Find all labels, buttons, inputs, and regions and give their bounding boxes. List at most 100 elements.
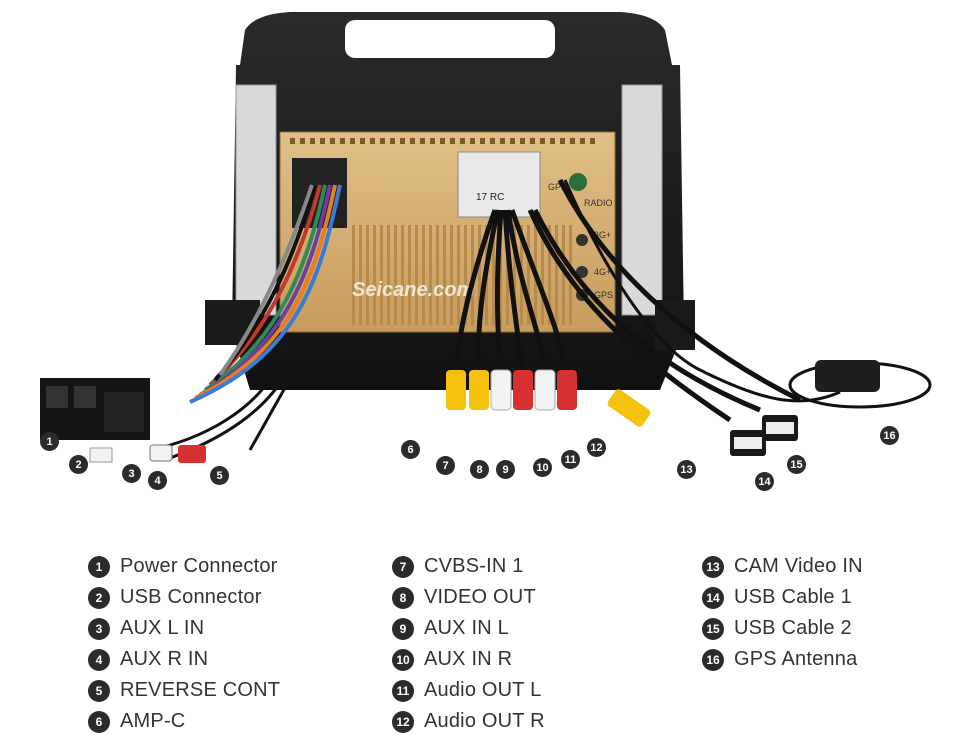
legend-number: 15 (702, 617, 724, 640)
legend-label: AUX L IN (120, 617, 205, 639)
callout-9: 9 (496, 460, 515, 479)
port-label-4g: 4G+ (594, 267, 611, 277)
vent-slot (570, 138, 575, 144)
legend-number: 10 (392, 648, 414, 671)
heatsink-fin (380, 225, 383, 325)
vent-slot (290, 138, 295, 144)
port-label-gps-top: GPS (548, 182, 567, 192)
legend-item: 4 AUX R IN (88, 644, 280, 675)
vent-slot (460, 138, 465, 144)
legend-label: Audio OUT L (424, 679, 542, 701)
legend-label: USB Cable 1 (734, 586, 852, 608)
port-label-radio: RADIO (584, 198, 613, 208)
heatsink-fin (394, 225, 397, 325)
watermark-text: Seicane.com (352, 279, 474, 301)
legend-column-1: 1 Power Connector 2 USB Connector 3 AUX L I… (88, 551, 280, 737)
callout-14: 14 (755, 472, 774, 491)
legend-label: AUX IN L (424, 617, 509, 639)
legend-number: 1 (88, 555, 110, 578)
legend-label: AUX IN R (424, 648, 513, 670)
vent-slot (420, 138, 425, 144)
heatsink-fin (366, 225, 369, 325)
vent-slot (370, 138, 375, 144)
legend-number: 12 (392, 710, 414, 733)
legend-number: 6 (88, 710, 110, 733)
callout-11: 11 (561, 450, 580, 469)
legend-item: 9 AUX IN L (392, 613, 545, 644)
heatsink-fin (457, 225, 460, 325)
legend-number: 2 (88, 586, 110, 609)
legend-label: CAM Video IN (734, 555, 863, 577)
legend-label: AUX R IN (120, 648, 209, 670)
legend-item: 13 CAM Video IN (702, 551, 863, 582)
heatsink-fin (359, 225, 362, 325)
vent-slot (300, 138, 305, 144)
vent-slot (390, 138, 395, 144)
vent-slot (330, 138, 335, 144)
legend-label: Power Connector (120, 555, 278, 577)
aux-cables-left (89, 359, 297, 463)
vent-slot (590, 138, 595, 144)
heatsink-fin (443, 225, 446, 325)
heatsink-fin (478, 225, 481, 325)
legend-label: GPS Antenna (734, 648, 858, 670)
legend-number: 3 (88, 617, 110, 640)
heatsink-fin (387, 225, 390, 325)
heatsink-fin (352, 225, 355, 325)
legend-item: 16 GPS Antenna (702, 644, 863, 675)
gps-antenna (563, 179, 932, 409)
legend-item: 14 USB Cable 1 (702, 582, 863, 613)
legend-item: 10 AUX IN R (392, 644, 545, 675)
vent-slot (500, 138, 505, 144)
heatsink-fin (450, 225, 453, 325)
callout-12: 12 (587, 438, 606, 457)
legend-number: 8 (392, 586, 414, 609)
vent-slot (530, 138, 535, 144)
vent-slot (560, 138, 565, 144)
vent-slot (430, 138, 435, 144)
callout-3: 3 (122, 464, 141, 483)
product-photo: GPS RADIO 3G+ 4G+ GPS Seicane.com 17 RC (40, 12, 932, 463)
vent-slot (440, 138, 445, 144)
heatsink-fin (492, 225, 495, 325)
vent-slot (540, 138, 545, 144)
heatsink-fin (422, 225, 425, 325)
heatsink-fin (415, 225, 418, 325)
legend-label: CVBS-IN 1 (424, 555, 524, 577)
vent-slot (490, 138, 495, 144)
port-label-gps: GPS (594, 290, 613, 300)
legend-item: 2 USB Connector (88, 582, 280, 613)
legend-number: 13 (702, 555, 724, 578)
legend-label: USB Cable 2 (734, 617, 852, 639)
legend-number: 16 (702, 648, 724, 671)
vent-slot (550, 138, 555, 144)
vent-slot (410, 138, 415, 144)
heatsink-fin (373, 225, 376, 325)
vent-slot (350, 138, 355, 144)
vent-slot (360, 138, 365, 144)
legend-label: VIDEO OUT (424, 586, 536, 608)
vent-slot (470, 138, 475, 144)
vent-slot (340, 138, 345, 144)
legend-item: 3 AUX L IN (88, 613, 280, 644)
legend-number: 4 (88, 648, 110, 671)
legend-label: REVERSE CONT (120, 679, 281, 701)
heatsink-fin (429, 225, 432, 325)
vent-slot (400, 138, 405, 144)
callout-13: 13 (677, 460, 696, 479)
legend-number: 9 (392, 617, 414, 640)
legend-number: 14 (702, 586, 724, 609)
callout-8: 8 (470, 460, 489, 479)
legend-label: USB Connector (120, 586, 262, 608)
callout-15: 15 (787, 455, 806, 474)
legend-item: 15 USB Cable 2 (702, 613, 863, 644)
callout-16: 16 (880, 426, 899, 445)
vent-slot (580, 138, 585, 144)
heatsink-fin (499, 225, 502, 325)
callout-1: 1 (40, 432, 59, 451)
